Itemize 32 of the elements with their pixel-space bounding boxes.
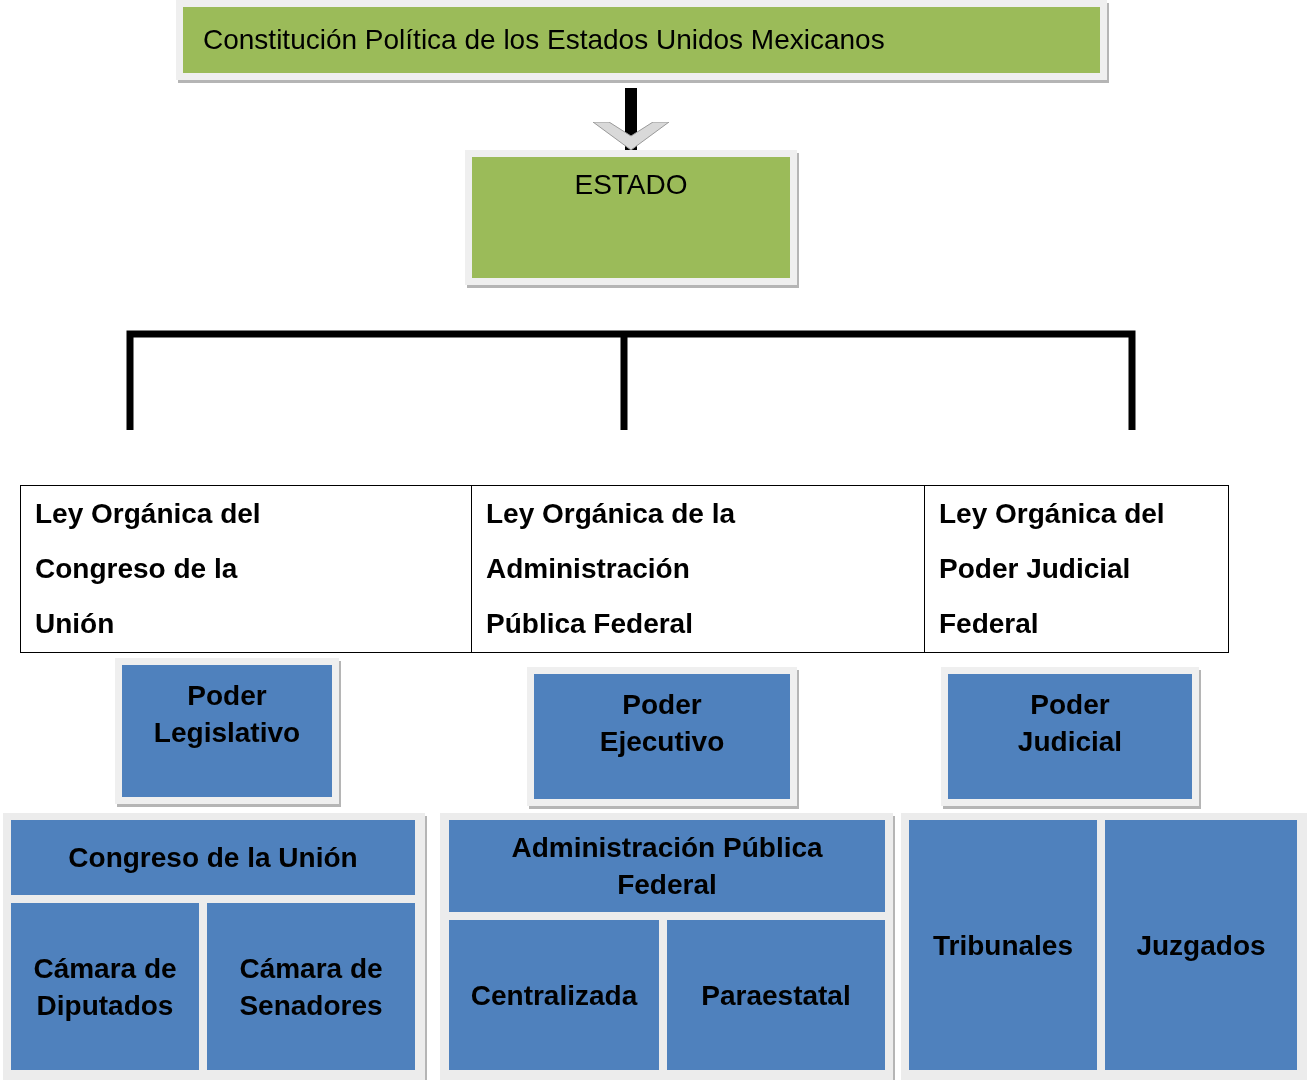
cell-text: Ley Orgánica de la Administración Pública Federal <box>486 497 737 641</box>
box-label: ESTADO <box>574 169 688 201</box>
box-label: Juzgados <box>1136 928 1266 963</box>
process-box <box>11 903 199 1070</box>
process-box <box>176 0 1107 80</box>
process-box <box>1105 820 1297 1070</box>
box-label: Cámara de Diputados <box>32 951 178 1023</box>
process-box <box>207 903 415 1070</box>
box-label: Paraestatal <box>701 978 851 1013</box>
table-cell <box>20 485 472 653</box>
cell-text: Ley Orgánica del Poder Judicial Federal <box>939 497 1166 641</box>
box-label: Tribunales <box>932 928 1073 963</box>
process-box <box>115 658 339 804</box>
process-box <box>527 667 797 806</box>
box-label: Constitución Política de los Estados Unidos Mexicanos <box>203 24 885 56</box>
box-label: Poder Ejecutivo <box>598 688 726 759</box>
table-cell <box>924 485 1229 653</box>
process-box <box>11 820 415 895</box>
box-label: Poder Judicial <box>1016 688 1124 759</box>
process-box <box>667 920 885 1070</box>
table-cell <box>471 485 925 653</box>
box-label: Poder Legislativo <box>152 679 302 750</box>
process-box <box>909 820 1097 1070</box>
process-box <box>941 667 1199 806</box>
box-label: Cámara de Senadores <box>238 951 384 1023</box>
cell-text: Ley Orgánica del Congreso de la Unión <box>35 497 262 641</box>
process-box <box>449 820 885 912</box>
box-label: Administración Pública Federal <box>510 831 824 902</box>
process-box <box>465 150 797 285</box>
process-box <box>449 920 659 1070</box>
box-label: Centralizada <box>470 978 638 1013</box>
box-label: Congreso de la Unión <box>68 841 358 875</box>
